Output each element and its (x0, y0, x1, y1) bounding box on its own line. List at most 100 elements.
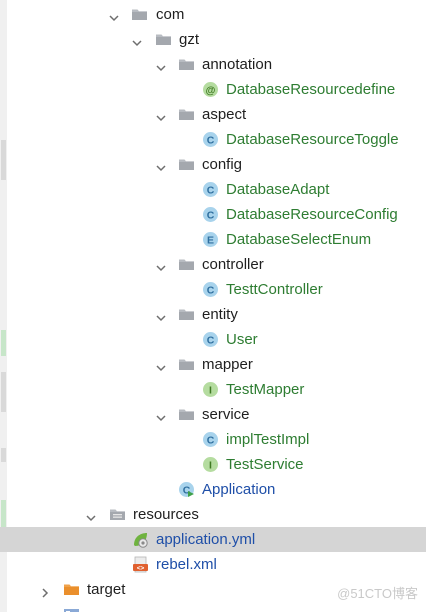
tree-row-label: application.yml (156, 531, 256, 548)
class-icon: C (202, 181, 219, 198)
tree-row[interactable]: C Application (0, 477, 426, 502)
left-gutter (0, 0, 7, 612)
class-icon: C (202, 206, 219, 223)
spring-config-icon (132, 531, 149, 548)
tree-row[interactable]: mapper (0, 352, 426, 377)
tree-row[interactable]: E DatabaseSelectEnum (0, 227, 426, 252)
resources-folder-icon (109, 506, 126, 523)
tree-row[interactable]: I TestService (0, 452, 426, 477)
tree-row-label: DatabaseSelectEnum (226, 231, 372, 248)
tree-row[interactable]: controller (0, 252, 426, 277)
class-icon: C (202, 281, 219, 298)
svg-text:I: I (209, 459, 212, 471)
enum-icon: E (202, 231, 219, 248)
tree-row-label: entity (202, 306, 238, 323)
chevron-right-icon[interactable] (40, 585, 50, 598)
tree-row[interactable]: aspect (0, 102, 426, 127)
chevron-down-icon[interactable] (156, 360, 166, 372)
svg-text:@: @ (206, 85, 216, 96)
folder-icon (178, 356, 195, 373)
folder-icon (178, 106, 195, 123)
tree-row-label: controller (202, 256, 264, 273)
svg-text:C: C (207, 284, 215, 296)
module-icon (63, 606, 80, 612)
tree-row[interactable]: C User (0, 327, 426, 352)
chevron-down-icon[interactable] (156, 160, 166, 172)
chevron-down-icon[interactable] (156, 410, 166, 422)
tree-row[interactable]: C TesttController (0, 277, 426, 302)
annotation-icon: @ (202, 81, 219, 98)
chevron-down-icon[interactable] (156, 110, 166, 122)
tree-row-label: com (156, 6, 185, 23)
svg-text:C: C (207, 334, 215, 346)
tree-row-label: gzt (179, 31, 200, 48)
tree-row[interactable]: <> rebel.xml (0, 552, 426, 577)
folder-icon (155, 31, 172, 48)
tree-row[interactable]: target (0, 577, 426, 602)
svg-text:C: C (183, 484, 191, 496)
tree-row[interactable]: @ DatabaseResourcedefine (0, 77, 426, 102)
svg-text:C: C (207, 434, 215, 446)
tree-row-label: config (202, 156, 243, 173)
xml-file-icon: <> (132, 556, 149, 573)
tree-row-label: User (226, 331, 258, 348)
tree-row-label: DatabaseResourceToggle (226, 131, 399, 148)
tree-row-label: Application (202, 481, 276, 498)
chevron-down-icon[interactable] (86, 510, 96, 522)
tree-row[interactable]: resources (0, 502, 426, 527)
class-icon: C (202, 331, 219, 348)
chevron-down-icon[interactable] (132, 35, 142, 47)
interface-icon: I (202, 456, 219, 473)
class-icon: C (202, 431, 219, 448)
tree-row[interactable]: config (0, 152, 426, 177)
tree-row-label: TesttController (226, 281, 323, 298)
tree-row[interactable]: C DatabaseResourceConfig (0, 202, 426, 227)
tree-row-label: aspect (202, 106, 247, 123)
tree-row[interactable]: application.yml (0, 527, 426, 552)
tree-row-label: mapper (202, 356, 253, 373)
gutter-marker (1, 140, 6, 180)
gutter-marker (1, 372, 6, 412)
tree-row[interactable]: com (0, 2, 426, 27)
tree-row-label: target (87, 581, 126, 598)
gutter-marker (1, 500, 6, 530)
interface-icon: I (202, 381, 219, 398)
tree-row-label: implTestImpl (226, 431, 310, 448)
chevron-down-icon[interactable] (156, 60, 166, 72)
watermark: @51CTO博客 (337, 586, 418, 601)
svg-text:C: C (207, 184, 215, 196)
tree-row-label: rebel.xml (156, 556, 217, 573)
tree-row[interactable]: gzt (0, 27, 426, 52)
chevron-down-icon[interactable] (156, 310, 166, 322)
chevron-down-icon[interactable] (156, 260, 166, 272)
tree-row-label: DatabaseResourceConfig (226, 206, 398, 223)
chevron-down-icon[interactable] (109, 10, 119, 22)
svg-text:C: C (207, 134, 215, 146)
folder-icon (178, 56, 195, 73)
svg-text:<>: <> (137, 565, 145, 572)
tree-row-label: TestService (226, 456, 304, 473)
svg-text:I: I (209, 384, 212, 396)
svg-text:C: C (207, 209, 215, 221)
folder-icon (178, 156, 195, 173)
tree-row-label: service (202, 406, 250, 423)
tree-row-label: resources (133, 506, 199, 523)
excluded-folder-icon (63, 581, 80, 598)
tree-row-label: annotation (202, 56, 273, 73)
folder-icon (178, 256, 195, 273)
spring-boot-class-icon: C (178, 481, 195, 498)
tree-row[interactable] (0, 602, 426, 612)
tree-row[interactable]: service (0, 402, 426, 427)
tree-row-label: DatabaseResourcedefine (226, 81, 396, 98)
gutter-marker (1, 448, 6, 462)
folder-icon (178, 406, 195, 423)
tree-row[interactable]: C DatabaseResourceToggle (0, 127, 426, 152)
tree-row[interactable]: entity (0, 302, 426, 327)
tree-row[interactable]: annotation (0, 52, 426, 77)
folder-icon (178, 306, 195, 323)
svg-text:E: E (207, 234, 214, 246)
